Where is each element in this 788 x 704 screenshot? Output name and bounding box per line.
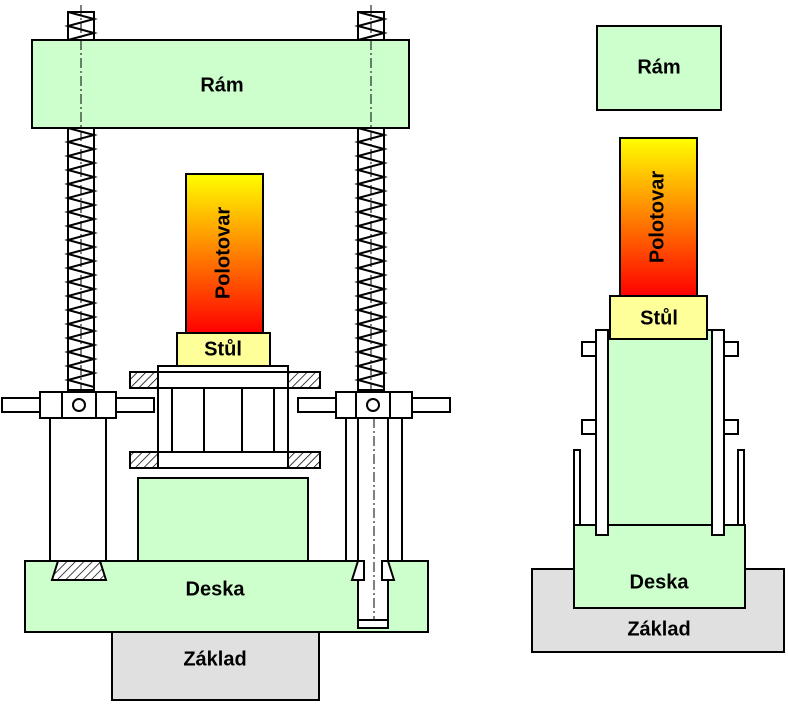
side-workpiece xyxy=(619,137,698,297)
left-sleeve xyxy=(49,417,108,581)
front-workpiece-label: Polotovar xyxy=(212,207,234,299)
front-base-label: Základ xyxy=(183,648,246,670)
front-workpiece xyxy=(185,173,264,334)
left-screw xyxy=(64,5,98,395)
front-frame-label: Rám xyxy=(200,74,243,96)
left-nut xyxy=(1,391,155,419)
side-workpiece-label: Polotovar xyxy=(646,171,668,263)
right-screw xyxy=(354,5,388,395)
side-plate-label: Deska xyxy=(630,571,690,593)
front-frame xyxy=(31,39,410,129)
front-support-block xyxy=(137,477,309,562)
front-plate-label: Deska xyxy=(186,578,246,600)
side-frame-label: Rám xyxy=(637,56,680,78)
side-plate xyxy=(573,524,746,609)
side-table xyxy=(609,295,708,340)
side-right-plate xyxy=(711,329,725,536)
front-view: Rám Polotovar Stůl Deska Základ xyxy=(1,5,451,701)
right-sleeve xyxy=(345,417,403,629)
side-base-label: Základ xyxy=(627,618,690,640)
side-frame xyxy=(596,25,722,111)
side-left-plate xyxy=(595,329,609,536)
side-table-label: Stůl xyxy=(640,307,678,329)
side-view: Rám Polotovar Stůl Deska Základ xyxy=(531,25,785,653)
right-nut xyxy=(297,391,451,419)
side-support-block xyxy=(607,329,713,526)
front-cage xyxy=(129,365,321,469)
front-table-label: Stůl xyxy=(204,338,242,360)
